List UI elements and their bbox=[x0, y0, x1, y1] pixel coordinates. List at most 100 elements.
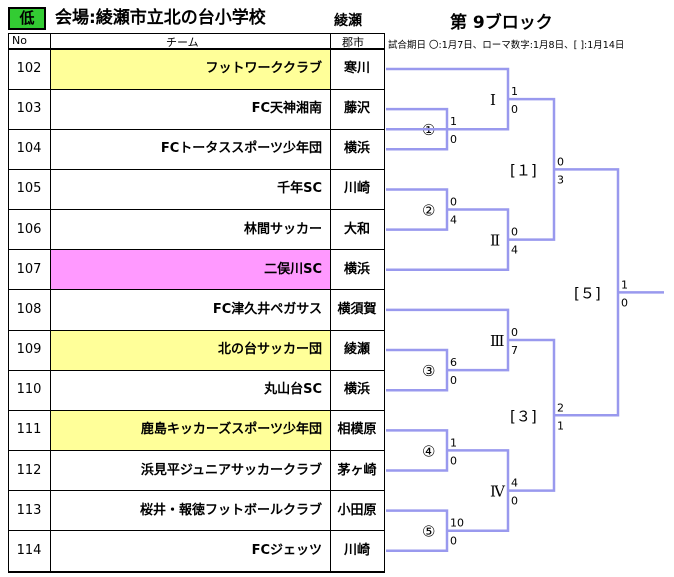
team-name: 丸山台SC bbox=[264, 382, 322, 398]
team-name: FC天神湘南 bbox=[251, 101, 322, 117]
team-name: 林間サッカー bbox=[243, 221, 322, 237]
team-number: 111 bbox=[16, 422, 42, 438]
venue-city: 綾瀬 bbox=[334, 13, 362, 29]
column-header-city: 郡市 bbox=[342, 36, 364, 49]
row-divider bbox=[8, 530, 385, 532]
team-city: 綾瀬 bbox=[343, 342, 370, 358]
team-row: 103 FC天神湘南 藤沢 bbox=[8, 89, 384, 129]
column-header-team: チーム bbox=[166, 36, 199, 49]
table-right-line bbox=[384, 33, 385, 573]
schedule-legend: 試合期日 〇:1月7日、ローマ数字:1月8日、[ ]:1月14日 bbox=[388, 40, 625, 51]
team-name: フットワーククラブ bbox=[50, 49, 330, 89]
score-top: 10 bbox=[450, 517, 464, 530]
team-city: 横浜 bbox=[343, 382, 370, 398]
block-title: 第 9ブロック bbox=[450, 13, 553, 33]
bracket-line bbox=[386, 509, 449, 553]
team-name: 鹿島キッカーズスポーツ少年団 bbox=[50, 410, 330, 451]
match-label: ② bbox=[422, 202, 435, 220]
score-bottom: 0 bbox=[450, 535, 457, 548]
team-name: FCトータススポーツ少年団 bbox=[160, 141, 322, 157]
row-divider bbox=[8, 409, 385, 411]
score-bottom: 0 bbox=[450, 133, 457, 146]
team-row: 105 千年SC 川崎 bbox=[8, 169, 384, 209]
team-city: 寒川 bbox=[343, 61, 370, 76]
team-city: 小田原 bbox=[337, 502, 377, 518]
score-top: 4 bbox=[511, 477, 518, 490]
score-bottom: 3 bbox=[557, 173, 564, 186]
bracket-line bbox=[386, 348, 449, 392]
team-number: 104 bbox=[16, 141, 42, 157]
team-number: 109 bbox=[16, 342, 42, 358]
bracket-line bbox=[386, 429, 449, 472]
venue-title: 会場:綾瀬市立北の台小学校 bbox=[55, 8, 266, 28]
score-bottom: 0 bbox=[511, 103, 518, 116]
score-bottom: 4 bbox=[450, 214, 457, 227]
team-city: 大和 bbox=[343, 221, 370, 237]
match-label: Ⅰ bbox=[490, 91, 496, 109]
team-city: 川崎 bbox=[343, 181, 370, 197]
column-header-no: No bbox=[12, 34, 27, 47]
team-row: 104 FCトータススポーツ少年団 横浜 bbox=[8, 129, 384, 169]
match-label: Ⅲ bbox=[490, 332, 504, 350]
row-divider bbox=[8, 490, 385, 492]
category-badge: 低 bbox=[8, 7, 46, 30]
team-city: 茅ヶ崎 bbox=[337, 462, 377, 478]
row-divider bbox=[8, 168, 385, 170]
column-divider bbox=[330, 33, 331, 573]
score-top: 1 bbox=[621, 278, 628, 291]
table-left-line bbox=[8, 33, 9, 573]
score-top: 0 bbox=[511, 226, 518, 239]
row-divider bbox=[8, 329, 385, 331]
team-number: 114 bbox=[16, 542, 42, 558]
team-number: 105 bbox=[16, 181, 42, 197]
match-label: ④ bbox=[422, 442, 435, 460]
row-divider bbox=[8, 128, 385, 130]
row-divider bbox=[8, 289, 385, 291]
bracket-line bbox=[386, 188, 449, 231]
team-row: 109 北の台サッカー団綾瀬 bbox=[8, 330, 384, 371]
team-number: 107 bbox=[16, 261, 42, 277]
score-top: 1 bbox=[450, 115, 457, 128]
score-bottom: 0 bbox=[511, 495, 518, 508]
team-city: 川崎 bbox=[343, 542, 370, 558]
score-bottom: 7 bbox=[511, 344, 518, 357]
team-city: 藤沢 bbox=[343, 101, 370, 117]
row-divider bbox=[8, 88, 385, 90]
team-name: 北の台サッカー団 bbox=[50, 330, 330, 371]
team-number: 108 bbox=[16, 301, 42, 317]
row-divider bbox=[8, 450, 385, 451]
row-divider bbox=[8, 369, 385, 371]
match-label: Ⅳ bbox=[490, 483, 506, 501]
team-name: 桜井・報徳フットボールクラブ bbox=[139, 502, 322, 518]
score-top: 6 bbox=[450, 356, 457, 369]
row-divider bbox=[8, 249, 385, 251]
table-bottom-line bbox=[8, 571, 385, 573]
match-label: [５] bbox=[574, 284, 601, 302]
team-city: 横浜 bbox=[343, 141, 370, 157]
score-top: 0 bbox=[511, 326, 518, 339]
team-number: 112 bbox=[16, 462, 42, 478]
score-top: 1 bbox=[450, 436, 457, 449]
score-bottom: 1 bbox=[557, 419, 564, 432]
team-number: 103 bbox=[16, 101, 42, 117]
team-row: 106 林間サッカー 大和 bbox=[8, 210, 384, 250]
score-bottom: 0 bbox=[450, 374, 457, 387]
score-top: 2 bbox=[557, 401, 564, 414]
header-top-line bbox=[8, 33, 385, 34]
match-label: Ⅱ bbox=[490, 232, 500, 250]
score-top: 1 bbox=[511, 85, 518, 98]
column-divider bbox=[50, 33, 51, 573]
match-label: [３] bbox=[510, 407, 537, 425]
team-name: 千年SC bbox=[277, 181, 322, 197]
team-number: 106 bbox=[16, 221, 42, 237]
team-city: 横浜 bbox=[343, 261, 370, 277]
score-bottom: 0 bbox=[621, 296, 628, 309]
header-bottom-line bbox=[8, 48, 385, 50]
